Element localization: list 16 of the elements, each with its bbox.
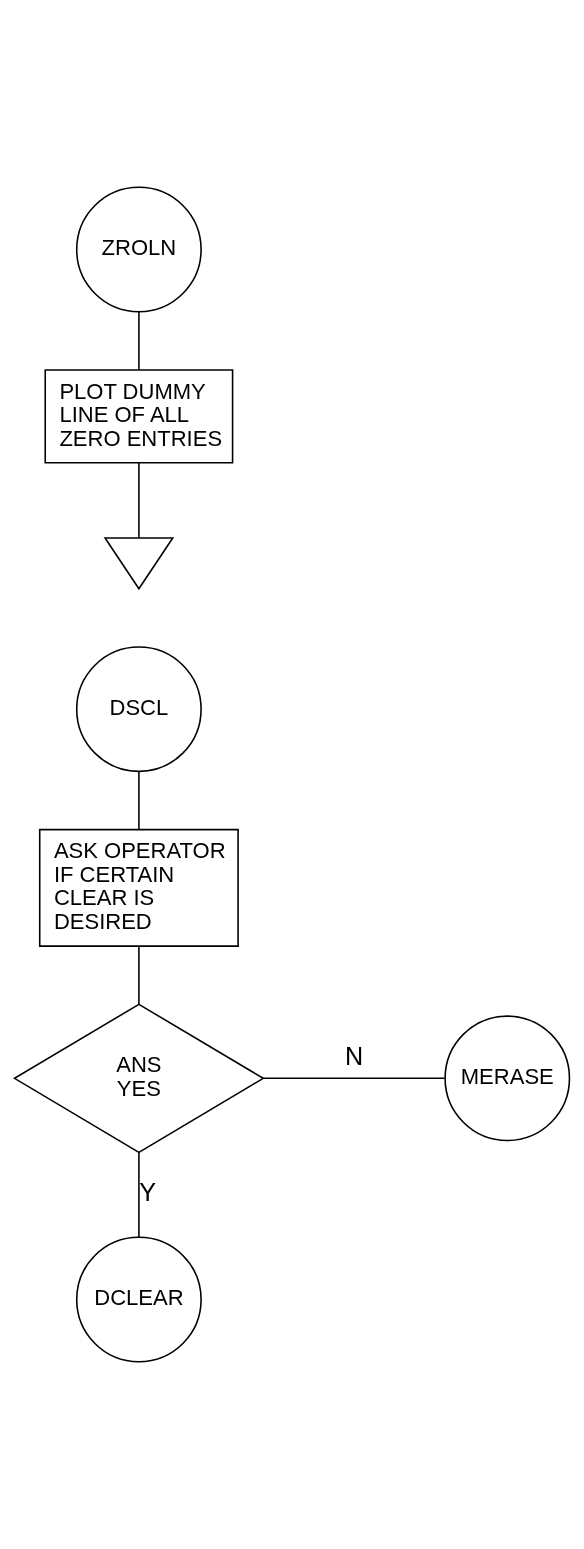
node-circle: DSCL: [75, 646, 202, 773]
connector: [138, 1151, 140, 1239]
connector: [138, 462, 140, 539]
connector: [262, 1077, 446, 1080]
connector: [138, 770, 140, 830]
node-triangle: [103, 537, 175, 591]
node-box: PLOT DUMMY LINE OF ALL ZERO ENTRIES: [44, 369, 234, 464]
node-box: ASK OPERATOR IF CERTAIN CLEAR IS DESIRED: [38, 828, 239, 947]
node-diamond: ANS YES: [13, 1003, 265, 1154]
connector: [138, 311, 140, 371]
node-circle: DCLEAR: [75, 1236, 202, 1363]
edge-label: N: [345, 1042, 364, 1071]
connector: [138, 945, 140, 1006]
node-circle: MERASE: [444, 1015, 571, 1142]
node-circle: ZROLN: [75, 186, 202, 313]
edge-label: Y: [139, 1177, 156, 1206]
